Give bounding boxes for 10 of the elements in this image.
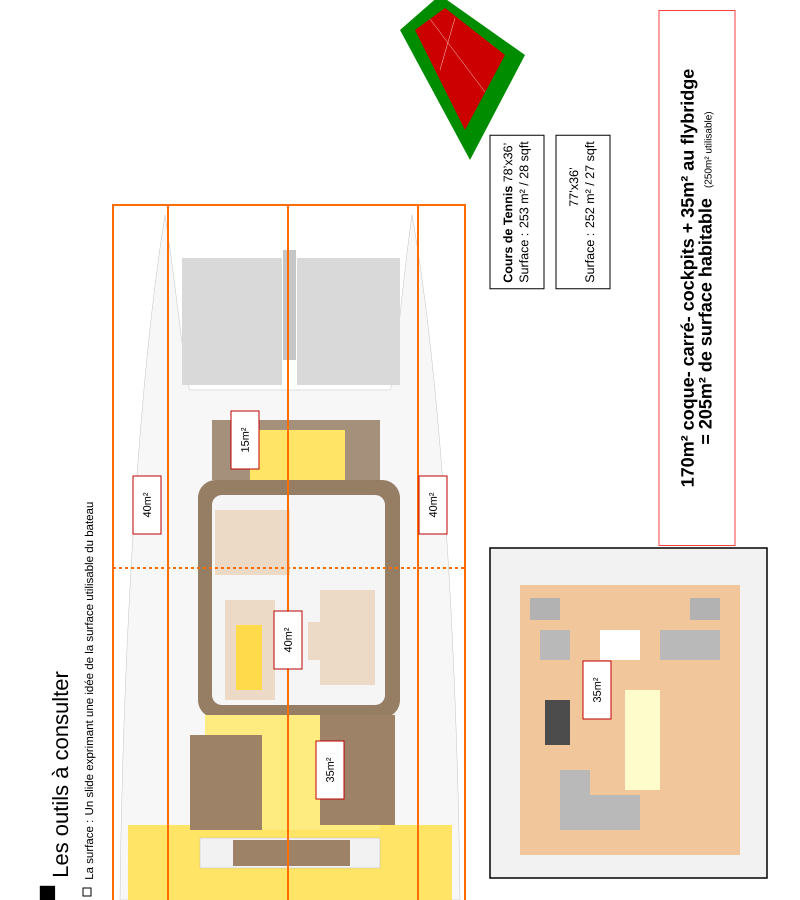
area-label: 40m² (274, 610, 302, 670)
area-label: 40m² (132, 476, 162, 534)
area-label: 15m² (230, 410, 260, 470)
slide-title: Les outils à consulter (52, 672, 68, 876)
area-label: 35m² (316, 740, 344, 800)
info-box: 77’x36’ Surface : 252 m² / 27 sqft (556, 134, 610, 290)
area-label: 35m² (582, 660, 612, 720)
summary-box: 170m² coque- carré- cockpits + 35m² au flybridge = 205m² de surface habitable (250m² utilisable) (658, 10, 736, 546)
area-label: 40m² (418, 476, 448, 534)
bullet-text: La surface : Un slide exprimant une idée de la surface utilisable du bateau (84, 502, 96, 879)
